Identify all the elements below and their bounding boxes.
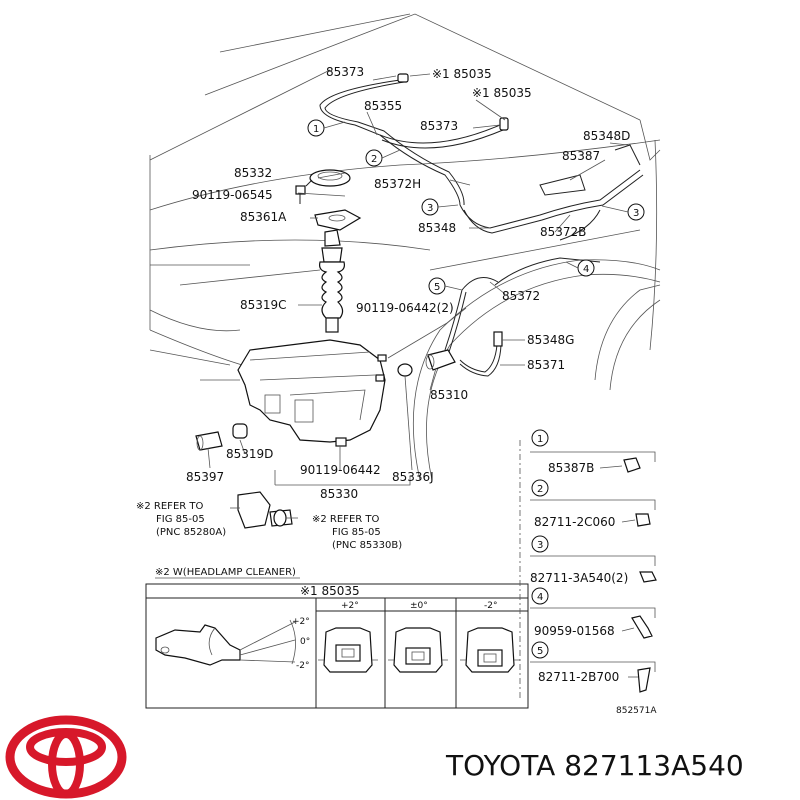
ref-right-line3: (PNC 85330B) — [332, 540, 402, 551]
legend-num-2: 2 — [537, 484, 543, 495]
label-85319d: 85319D — [226, 447, 273, 461]
legend-part-82711-3a540: 82711-3A540(2) — [530, 571, 628, 585]
legend-part-82711-2b700: 82711-2B700 — [538, 670, 619, 684]
part-labels: 85373 ※1 85035 ※1 85035 85355 85373 8534… — [136, 65, 630, 579]
label-85310: 85310 — [430, 388, 468, 402]
label-85372h: 85372H — [374, 177, 421, 191]
label-85348: 85348 — [418, 221, 456, 235]
callout-1: 1 — [313, 124, 319, 135]
leader-lines — [207, 73, 629, 519]
label-90119-06442-2: 90119-06442(2) — [356, 301, 454, 315]
gauge-plus2 — [318, 627, 378, 673]
col-minus2: -2° — [484, 601, 497, 611]
label-85371: 85371 — [527, 358, 565, 372]
legend-num-1: 1 — [537, 434, 543, 445]
angle-minus2: -2° — [296, 661, 309, 671]
label-85361a: 85361A — [240, 210, 287, 224]
callout-4: 4 — [583, 264, 589, 275]
angle-zero: 0° — [300, 637, 310, 647]
gauge-zero — [388, 627, 448, 673]
legend-num-4: 4 — [537, 592, 543, 603]
label-85035-b: ※1 85035 — [472, 86, 532, 100]
ref-left-line3: (PNC 85280A) — [156, 527, 226, 538]
legend-num-5: 5 — [537, 646, 543, 657]
callout-5: 5 — [434, 282, 440, 293]
label-90119-06442: 90119-06442 — [300, 463, 381, 477]
washer-hoses — [319, 79, 644, 377]
label-85355: 85355 — [364, 99, 402, 113]
label-85397: 85397 — [186, 470, 224, 484]
label-85373-mid: 85373 — [420, 119, 458, 133]
legend-part-85387b: 85387B — [548, 461, 594, 475]
ref-right-line2: FIG 85-05 — [332, 527, 381, 538]
figure-number: 852571A — [616, 706, 657, 716]
legend: 1 85387B 2 82711-2C060 3 82711-3A540(2) … — [519, 429, 657, 700]
label-85330: 85330 — [320, 487, 358, 501]
col-plus2: +2° — [341, 601, 359, 611]
label-85332: 85332 — [234, 166, 272, 180]
car-body-outline — [149, 13, 661, 481]
angle-plus2: +2° — [292, 617, 310, 627]
callout-3a: 3 — [427, 203, 433, 214]
ref-left-line1: ※2 REFER TO — [136, 501, 203, 512]
callout-3b: 3 — [633, 208, 639, 219]
brand-part-number: TOYOTA 827113A540 — [445, 749, 744, 782]
label-85348g: 85348G — [527, 333, 574, 347]
label-85387: 85387 — [562, 149, 600, 163]
adjust-table: ※1 85035 +2° ±0° -2° +2° 0° -2° — [145, 583, 529, 709]
headlamp-cleaner-note: ※2 W(HEADLAMP CLEANER) — [155, 567, 296, 578]
label-90119-06545: 90119-06545 — [192, 188, 273, 202]
ref-left-line2: FIG 85-05 — [156, 514, 205, 525]
legend-num-3: 3 — [537, 540, 543, 551]
gauge-minus2 — [460, 627, 520, 673]
legend-part-82711-2c060: 82711-2C060 — [534, 515, 615, 529]
label-85319c: 85319C — [240, 298, 287, 312]
toyota-logo — [5, 715, 127, 799]
col-zero: ±0° — [410, 601, 428, 611]
label-85348d: 85348D — [583, 129, 630, 143]
callout-2: 2 — [371, 154, 377, 165]
label-85336j: 85336J — [392, 470, 434, 484]
ref-right-line1: ※2 REFER TO — [312, 514, 379, 525]
label-85035-a: ※1 85035 — [432, 67, 492, 81]
legend-part-90959-01568: 90959-01568 — [534, 624, 615, 638]
label-85372: 85372 — [502, 289, 540, 303]
label-85373-top: 85373 — [326, 65, 364, 79]
label-85372b: 85372B — [540, 225, 586, 239]
callouts: 1 2 3 3 4 5 — [307, 119, 645, 295]
adjust-table-header: ※1 85035 — [300, 584, 360, 598]
